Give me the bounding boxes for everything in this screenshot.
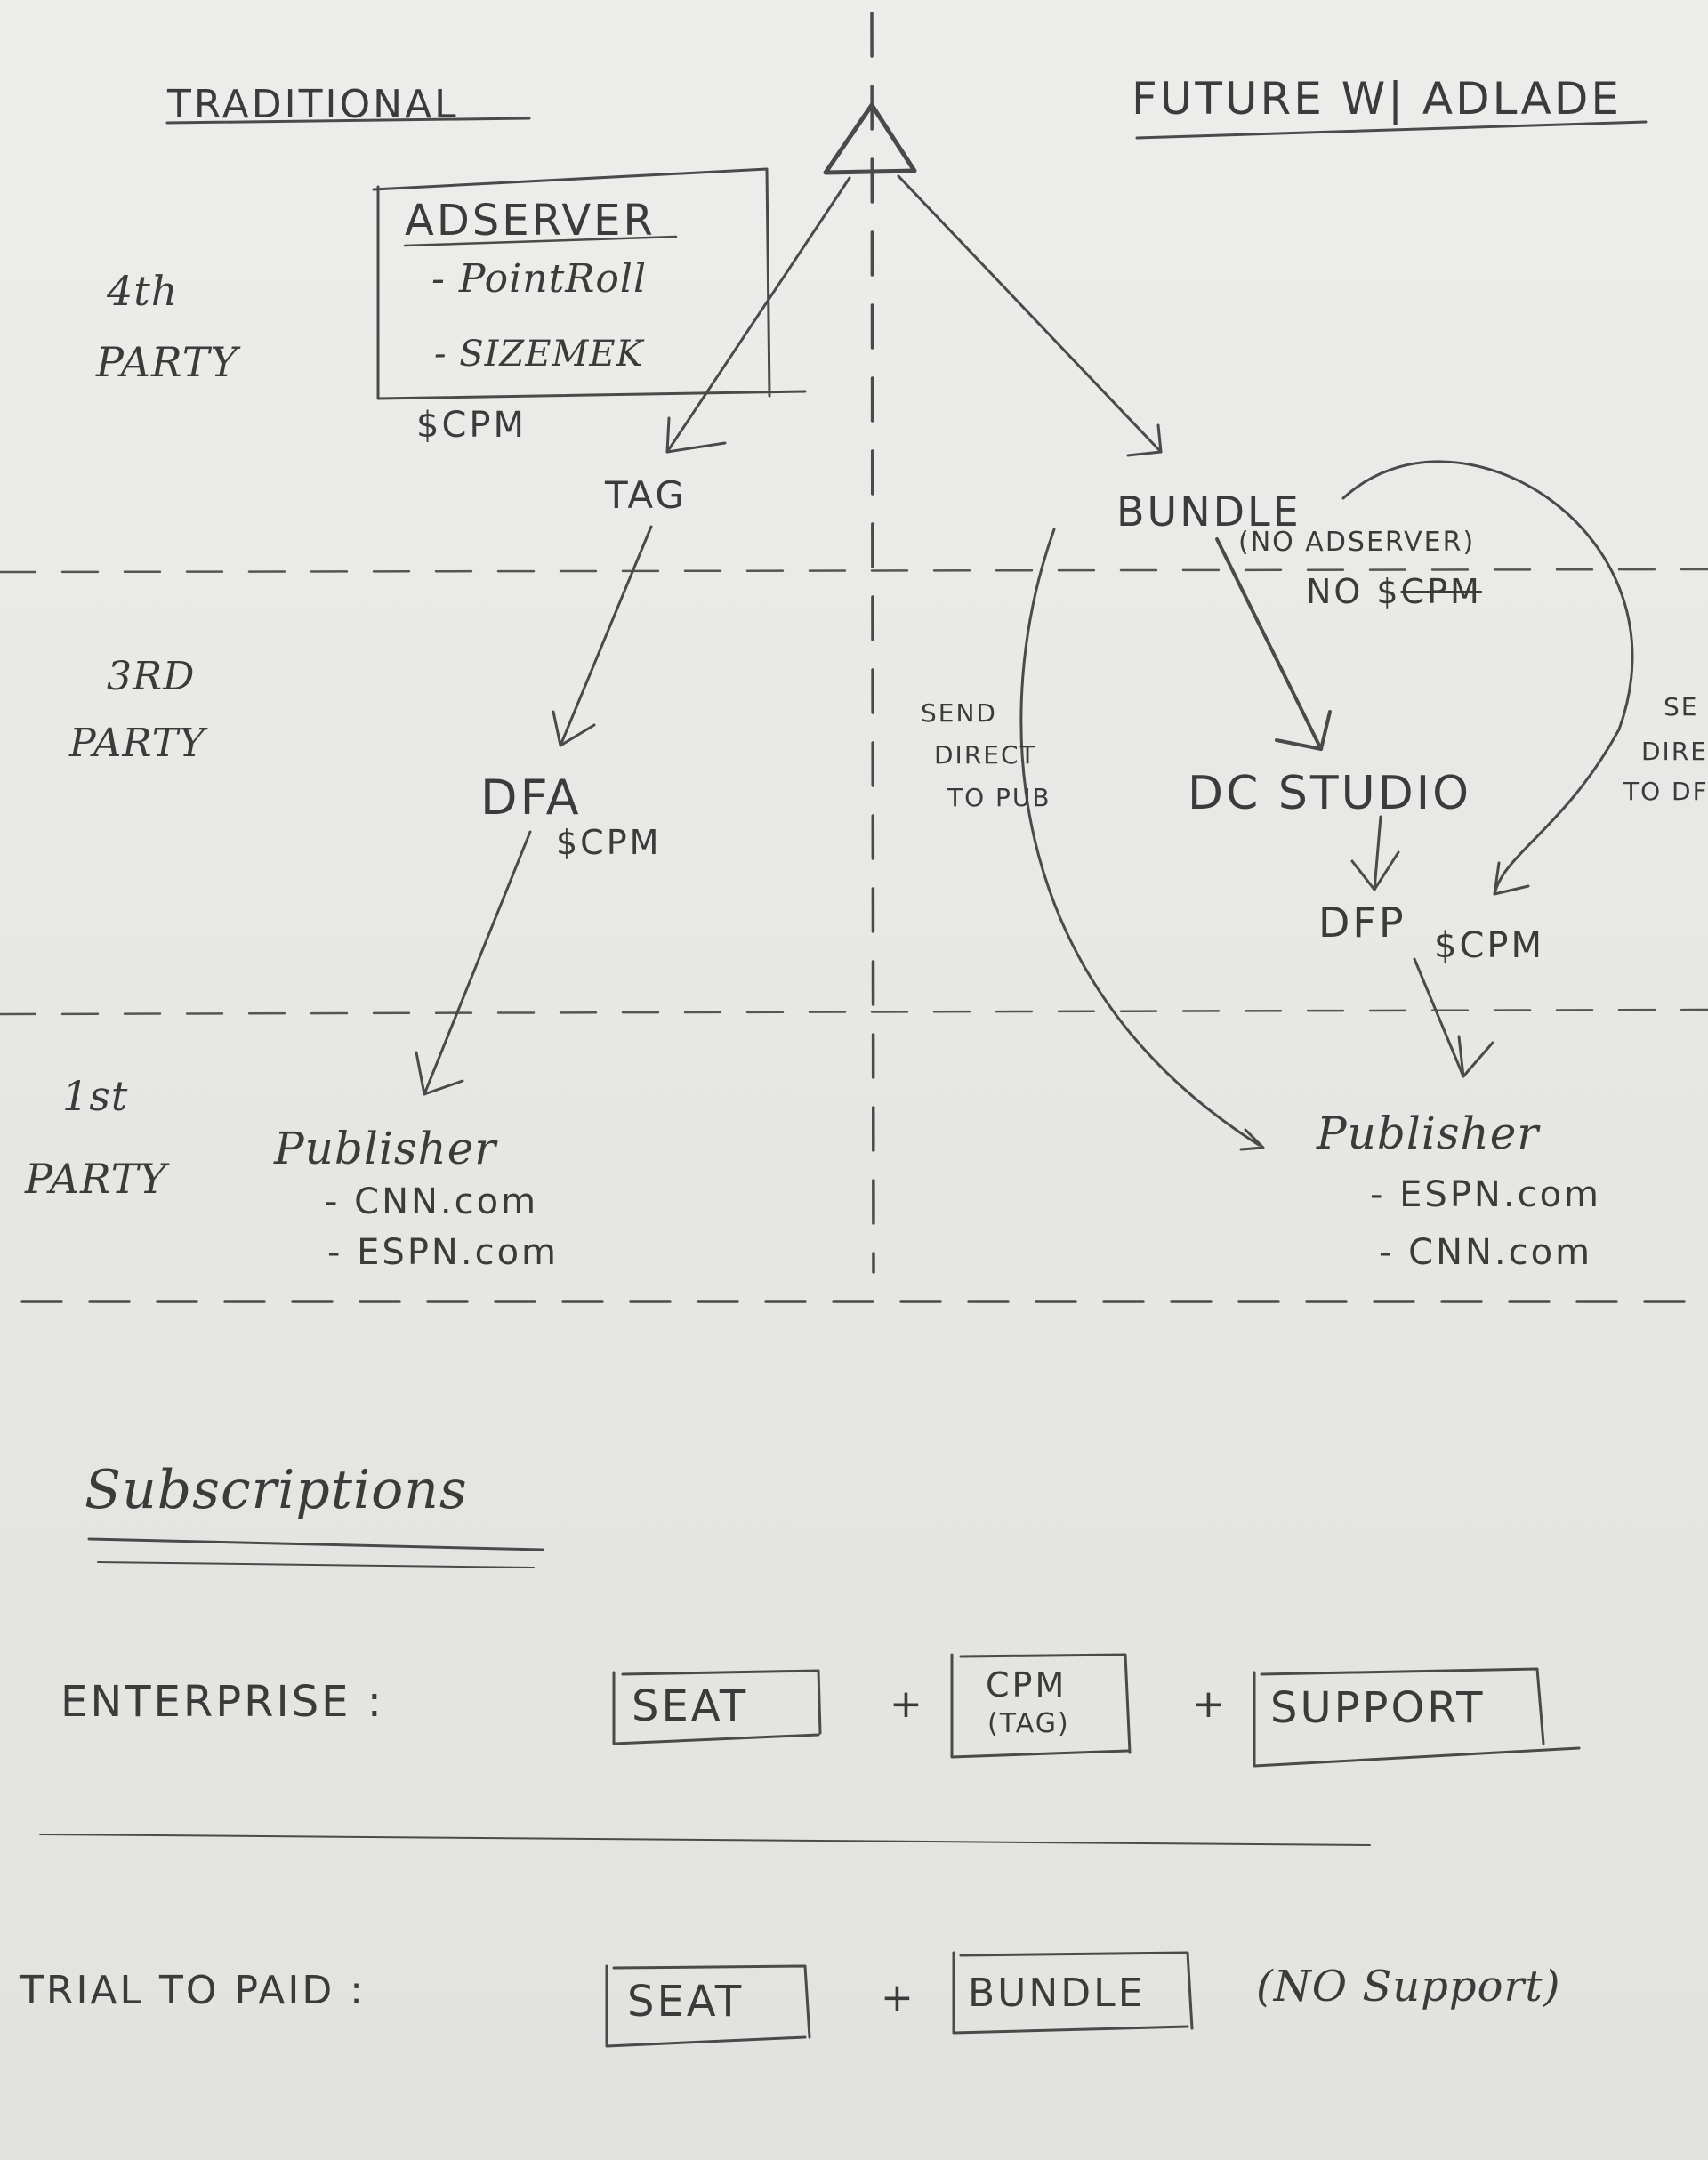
publisher-left-item-espn: - ESPN.com xyxy=(327,1232,559,1273)
bundle-node: BUNDLE xyxy=(1116,488,1301,536)
no-cpm-struck: CPM xyxy=(1400,572,1482,611)
arrowhead-send-direct-dfp xyxy=(1493,861,1530,896)
arrowhead-tag xyxy=(665,416,727,454)
cpm-dfa-label: $CPM xyxy=(556,823,662,862)
box-seat-enterprise xyxy=(612,1669,822,1745)
send-direct-pub-line2: DIRECT xyxy=(934,740,1037,770)
adserver-item-sizemek: - SIZEMEK xyxy=(434,334,644,375)
subscriptions-title: Subscriptions xyxy=(85,1459,468,1521)
arrow-triangle-to-bundle xyxy=(897,174,1163,454)
arrow-dfa-to-publisher xyxy=(423,830,532,1096)
trial-bundle: BUNDLE xyxy=(968,1971,1146,2016)
subscriptions-underline-2 xyxy=(97,1561,535,1568)
send-direct-pub-line3: TO PUB xyxy=(947,783,1051,812)
dc-studio-node: DC STUDIO xyxy=(1188,767,1472,820)
publisher-right-title: Publisher xyxy=(1317,1108,1540,1159)
arrow-tag-to-dfa xyxy=(559,525,653,747)
dfp-node: DFP xyxy=(1318,899,1406,947)
arrowhead-bundle xyxy=(1126,423,1163,457)
arrow-dcstudio-to-dfp xyxy=(1373,815,1382,891)
box-seat-trial xyxy=(605,1964,811,2048)
enterprise-support: SUPPORT xyxy=(1270,1683,1486,1733)
adserver-box xyxy=(372,167,807,400)
arrowhead-send-direct-pub xyxy=(1239,1128,1265,1151)
adserver-title-underline xyxy=(403,235,678,247)
publisher-right-item-cnn: - CNN.com xyxy=(1379,1232,1593,1273)
enterprise-cpm: CPM xyxy=(986,1665,1068,1705)
box-bundle-trial xyxy=(952,1951,1194,2035)
trial-label: TRIAL TO PAID : xyxy=(20,1968,367,2013)
triangle-logo-icon xyxy=(823,102,917,175)
arrowhead-publisher-left xyxy=(415,1051,464,1096)
no-adserver-note: (NO ADSERVER) xyxy=(1238,527,1476,558)
row-label-1st: 1st xyxy=(62,1072,129,1120)
traditional-header: TRADITIONAL xyxy=(167,82,459,127)
trial-no-support-note: (NO Support) xyxy=(1256,1962,1561,2011)
enterprise-cpm-tag: (TAG) xyxy=(987,1708,1070,1739)
trial-plus: + xyxy=(881,1975,916,2020)
publisher-left-title: Publisher xyxy=(274,1123,497,1174)
row-label-1st-party: PARTY xyxy=(25,1155,167,1203)
future-underline xyxy=(1135,120,1648,140)
arrowhead-publisher-right xyxy=(1457,1035,1494,1078)
arrow-dfp-to-publisher xyxy=(1413,957,1465,1078)
subscription-separator xyxy=(39,1834,1371,1846)
row-divider-4th-3rd xyxy=(0,568,1708,574)
trial-seat: SEAT xyxy=(627,1977,745,2027)
enterprise-seat: SEAT xyxy=(632,1681,749,1731)
send-direct-dfp-line3: TO DF xyxy=(1623,777,1708,806)
send-direct-pub-line1: SEND xyxy=(921,698,997,728)
enterprise-plus-2: + xyxy=(1192,1681,1228,1727)
cpm-dfp-label: $CPM xyxy=(1434,925,1545,966)
box-cpm-enterprise xyxy=(950,1653,1132,1759)
adserver-item-pointroll: - PointRoll xyxy=(431,256,648,302)
row-label-3rd-party: PARTY xyxy=(69,721,206,766)
arrowhead-dcstudio xyxy=(1275,710,1332,751)
dfa-node: DFA xyxy=(480,770,582,826)
adserver-title: ADSERVER xyxy=(405,196,656,246)
arrow-bundle-to-dcstudio xyxy=(1215,537,1323,751)
row-label-4th: 4th xyxy=(107,267,179,315)
arrowhead-dfa xyxy=(552,710,596,747)
tag-node: TAG xyxy=(605,473,687,517)
row-label-3rd: 3RD xyxy=(107,654,196,699)
no-cpm-prefix: NO $ xyxy=(1306,572,1401,611)
box-support-enterprise xyxy=(1253,1667,1581,1768)
send-direct-dfp-line2: DIRE xyxy=(1641,737,1708,766)
subscriptions-underline-1 xyxy=(87,1537,544,1551)
arrowhead-dfp xyxy=(1350,850,1400,891)
center-divider xyxy=(870,12,875,1274)
arrow-triangle-to-tag xyxy=(665,176,851,454)
row-divider-3rd-1st xyxy=(0,1008,1708,1016)
enterprise-plus-1: + xyxy=(890,1681,925,1727)
curve-send-direct-to-dfp xyxy=(1341,460,1634,896)
row-label-4th-party: PARTY xyxy=(96,338,238,386)
curve-send-direct-to-pub xyxy=(1019,528,1261,1147)
publisher-right-item-espn: - ESPN.com xyxy=(1370,1174,1601,1215)
no-cpm-note: NO $CPM xyxy=(1306,572,1482,611)
enterprise-label: ENTERPRISE : xyxy=(60,1677,384,1727)
traditional-underline xyxy=(165,117,531,125)
send-direct-dfp-line1: SE xyxy=(1664,692,1699,721)
publisher-left-item-cnn: - CNN.com xyxy=(325,1181,539,1222)
cpm-adserver-label: $CPM xyxy=(416,405,528,446)
future-header: FUTURE W| ADLADE xyxy=(1132,73,1622,125)
